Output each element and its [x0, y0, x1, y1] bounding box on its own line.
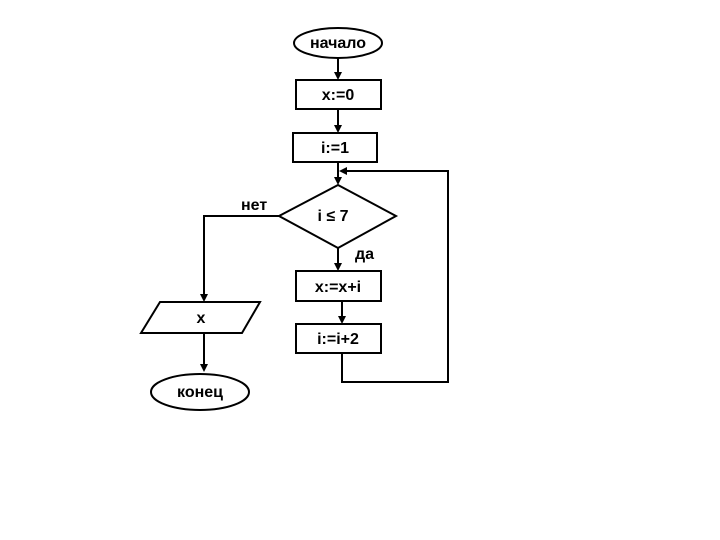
- edge-start-to-init-x: [334, 58, 342, 80]
- edge-condition-no: нет: [200, 197, 279, 302]
- edge-loop-back: [339, 167, 449, 383]
- output-label: x: [197, 310, 206, 327]
- add-node: x:=x+i: [295, 270, 382, 302]
- edge-condition-yes: да: [334, 246, 374, 271]
- increment-node: i:=i+2: [295, 323, 382, 354]
- increment-label: i:=i+2: [317, 331, 359, 348]
- edge-init-i-to-condition: [334, 162, 342, 185]
- start-label: начало: [310, 35, 366, 52]
- init-x-label: x:=0: [322, 87, 355, 104]
- condition-label: i ≤ 7: [317, 208, 348, 225]
- edge-add-to-increment: [338, 301, 346, 324]
- end-node: конец: [150, 373, 250, 411]
- end-label: конец: [177, 384, 223, 401]
- no-label: нет: [241, 197, 267, 214]
- init-i-label: i:=1: [321, 140, 349, 157]
- condition-node: i ≤ 7: [276, 183, 399, 250]
- add-label: x:=x+i: [315, 279, 361, 296]
- edge-output-to-end: [200, 333, 208, 372]
- init-i-node: i:=1: [292, 132, 378, 163]
- output-node: x: [139, 301, 262, 334]
- init-x-node: x:=0: [295, 79, 382, 110]
- yes-label: да: [355, 246, 374, 263]
- edge-init-x-to-init-i: [334, 109, 342, 133]
- start-node: начало: [293, 27, 383, 59]
